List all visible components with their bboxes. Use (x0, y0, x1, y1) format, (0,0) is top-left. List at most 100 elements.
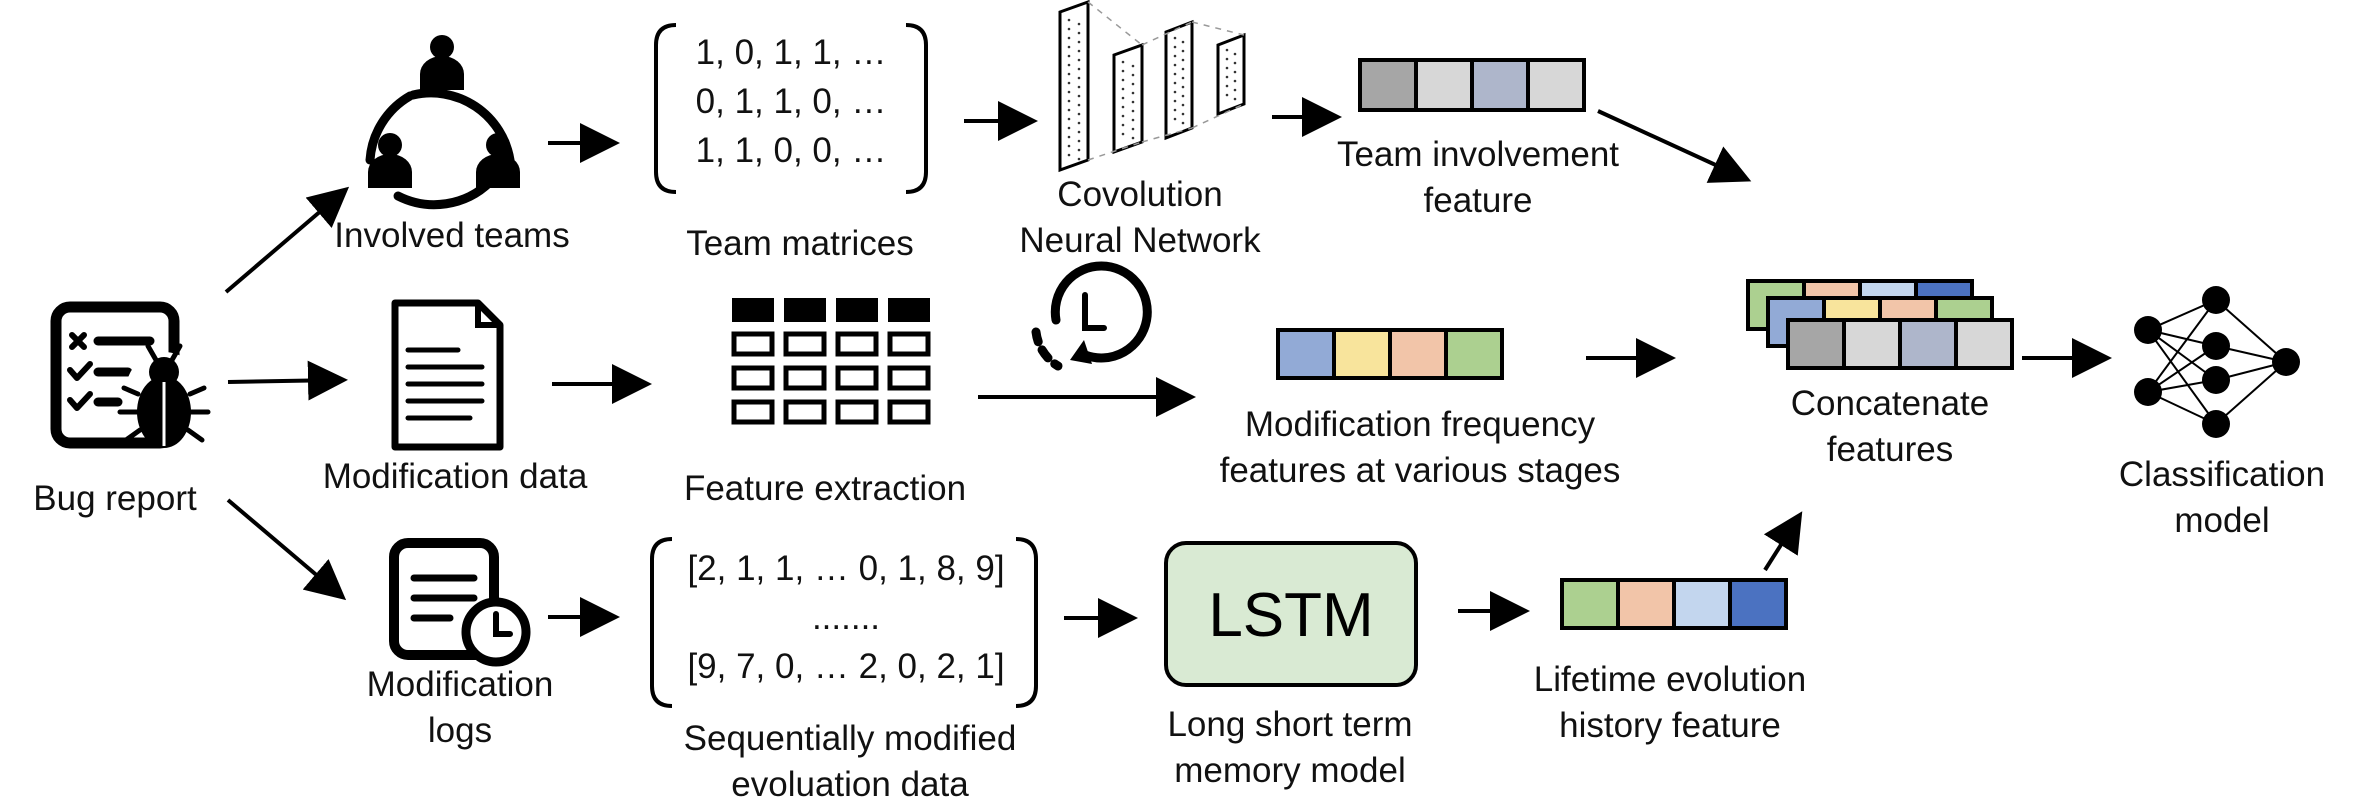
feature-cell (1332, 328, 1392, 380)
feature-cell (1414, 58, 1474, 112)
nn-node (2202, 366, 2230, 394)
lstm-box-label: LSTM (1208, 581, 1373, 650)
modification-logs-label-line1: Modification (366, 665, 554, 704)
log-matrix-row: [9, 7, 0, … 2, 0, 2, 1] (687, 647, 1005, 686)
team-matrix-row: 1, 1, 0, 0, … (695, 131, 887, 170)
cnn-label-line1: Covolution (1057, 175, 1223, 214)
modification-logs-label: Modification logs (330, 662, 590, 754)
classification-label-line1: Classification (2118, 455, 2326, 494)
feature-cell (1560, 578, 1620, 630)
team-matrix-row: 1, 0, 1, 1, … (695, 33, 887, 72)
concatenate-label-line1: Concatenate (1790, 384, 1990, 423)
table-header-cell (732, 298, 774, 322)
team-feature-label: Team involvement feature (1318, 132, 1638, 224)
concatenate-label: Concatenate features (1750, 381, 2030, 473)
log-matrix: [2, 1, 1, … 0, 1, 8, 9] ....... [9, 7, 0… (664, 544, 1028, 691)
feature-vector-concat-front (1786, 318, 2014, 370)
modification-logs-label-line2: logs (427, 711, 493, 750)
log-clock-icon (389, 538, 531, 667)
feature-cell (1786, 318, 1846, 370)
lifetime-feature-label: Lifetime evolution history feature (1510, 657, 1830, 749)
log-matrix-row: ....... (811, 598, 881, 637)
table-header-cell (888, 298, 930, 322)
table-cell (783, 365, 827, 391)
arrow-teamfeat-to-concat (1597, 109, 1752, 183)
involved-teams-label: Involved teams (334, 216, 570, 255)
sequential-data-label: Sequentially modified evoluation data (640, 716, 1060, 808)
classification-label: Classification model (2092, 452, 2352, 544)
cnn-icon (1058, 0, 1246, 173)
team-matrix: 1, 0, 1, 1, … 0, 1, 1, 0, … 1, 1, 0, 0, … (676, 28, 906, 175)
mod-freq-feature-label-line1: Modification frequency (1244, 405, 1596, 444)
table-header-cell (784, 298, 826, 322)
lstm-caption-line2: memory model (1174, 751, 1406, 790)
team-feature-label-line1: Team involvement (1336, 135, 1620, 174)
neural-network-icon (2134, 286, 2300, 438)
classification-label-line2: model (2174, 501, 2270, 540)
table-cell (731, 365, 775, 391)
table-cell (887, 399, 931, 425)
feature-vector-mod-freq (1276, 328, 1504, 380)
lifetime-feature-label-line1: Lifetime evolution (1533, 660, 1807, 699)
nn-node (2134, 316, 2162, 344)
arrow-lifetime-to-concat (1763, 511, 1803, 572)
log-matrix-brackets (650, 537, 1038, 708)
table-cell (835, 331, 879, 357)
table-cell (731, 399, 775, 425)
mod-freq-feature-label: Modification frequency features at vario… (1200, 402, 1640, 494)
feature-cell (1672, 578, 1732, 630)
nn-node (2134, 378, 2162, 406)
feature-vectors (1276, 58, 2014, 630)
feature-cell (1616, 578, 1676, 630)
bug-report-label: Bug report (33, 479, 197, 518)
table-cell (887, 365, 931, 391)
log-matrix-row: [2, 1, 1, … 0, 1, 8, 9] (687, 549, 1005, 588)
clock-icon (1031, 261, 1152, 371)
feature-cell (1898, 318, 1958, 370)
feature-cell (1358, 58, 1418, 112)
feature-cell (1526, 58, 1586, 112)
concatenate-label-line2: features (1826, 430, 1954, 469)
nn-node (2202, 332, 2230, 360)
flow-arrows (224, 97, 2112, 638)
team-icon (365, 35, 520, 210)
nn-node (2202, 286, 2230, 314)
arrow-bug-to-teams (224, 186, 350, 294)
team-matrices-label: Team matrices (686, 224, 914, 263)
table-cell (783, 399, 827, 425)
arrow-bug-to-logs (226, 498, 347, 601)
nn-node (2202, 410, 2230, 438)
table-cell (835, 365, 879, 391)
feature-cell (1954, 318, 2014, 370)
nn-node (2272, 348, 2300, 376)
feature-cell (1470, 58, 1530, 112)
team-matrix-row: 0, 1, 1, 0, … (695, 82, 887, 121)
lstm-box: LSTM (1164, 541, 1418, 687)
arrow-bug-to-moddata (227, 360, 348, 401)
table-header-cell (836, 298, 878, 322)
feature-cell (1444, 328, 1504, 380)
lstm-caption: Long short term memory model (1150, 702, 1430, 794)
table-cell (887, 331, 931, 357)
feature-cell (1388, 328, 1448, 380)
feature-cell (1842, 318, 1902, 370)
modification-data-label: Modification data (322, 457, 588, 496)
feature-vector-lifetime (1560, 578, 1788, 630)
feature-cell (1728, 578, 1788, 630)
cnn-label: Covolution Neural Network (1000, 172, 1280, 264)
lstm-caption-line1: Long short term (1167, 705, 1413, 744)
table-cell (783, 331, 827, 357)
table-cell (835, 399, 879, 425)
table-cell (731, 331, 775, 357)
mod-freq-feature-label-line2: features at various stages (1219, 451, 1621, 490)
cnn-label-line2: Neural Network (1019, 221, 1261, 260)
feature-extraction-label: Feature extraction (683, 469, 967, 508)
feature-vector-team (1358, 58, 1586, 112)
team-matrix-brackets (654, 23, 928, 194)
sequential-data-label-line2: evoluation data (731, 765, 969, 804)
table-icon (731, 298, 931, 425)
lifetime-feature-label-line2: history feature (1559, 706, 1781, 745)
feature-cell (1276, 328, 1336, 380)
document-icon (391, 299, 504, 451)
bug-report-icon (50, 301, 211, 449)
